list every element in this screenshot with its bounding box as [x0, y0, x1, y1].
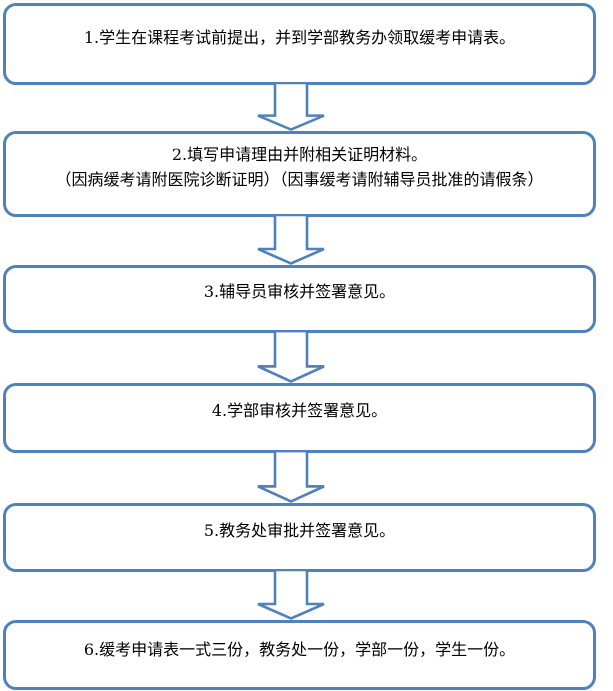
- flow-step-3: 3.辅导员审核并签署意见。: [3, 265, 596, 333]
- flow-step-3-text: 3.辅导员审核并签署意见。: [203, 282, 396, 301]
- down-arrow-icon: [257, 83, 325, 131]
- flow-step-4: 4.学部审核并签署意见。: [3, 383, 596, 453]
- flow-step-5-text: 5.教务处审批并签署意见。: [203, 521, 396, 540]
- down-arrow-icon: [257, 451, 325, 503]
- flow-step-5: 5.教务处审批并签署意见。: [3, 503, 596, 572]
- flow-step-2: 2.填写申请理由并附相关证明材料。 （因病缓考请附医院诊断证明）（因事缓考请附辅…: [3, 131, 596, 217]
- flow-step-1-text: 1.学生在课程考试前提出，并到学部教务办领取缓考申请表。: [83, 28, 516, 47]
- flow-step-6-text: 6.缓考申请表一式三份，教务处一份，学部一份，学生一份。: [83, 640, 516, 659]
- down-arrow-icon: [257, 570, 325, 620]
- down-arrow-icon: [257, 215, 325, 265]
- flow-step-2-text-line2: （因病缓考请附医院诊断证明）（因事缓考请附辅导员批准的请假条）: [55, 170, 544, 189]
- flow-step-2-text-line1: 2.填写申请理由并附相关证明材料。: [171, 145, 428, 164]
- flow-step-1: 1.学生在课程考试前提出，并到学部教务办领取缓考申请表。: [3, 3, 596, 85]
- flow-step-6: 6.缓考申请表一式三份，教务处一份，学部一份，学生一份。: [3, 620, 596, 690]
- down-arrow-icon: [257, 331, 325, 383]
- flow-step-4-text: 4.学部审核并签署意见。: [211, 401, 388, 420]
